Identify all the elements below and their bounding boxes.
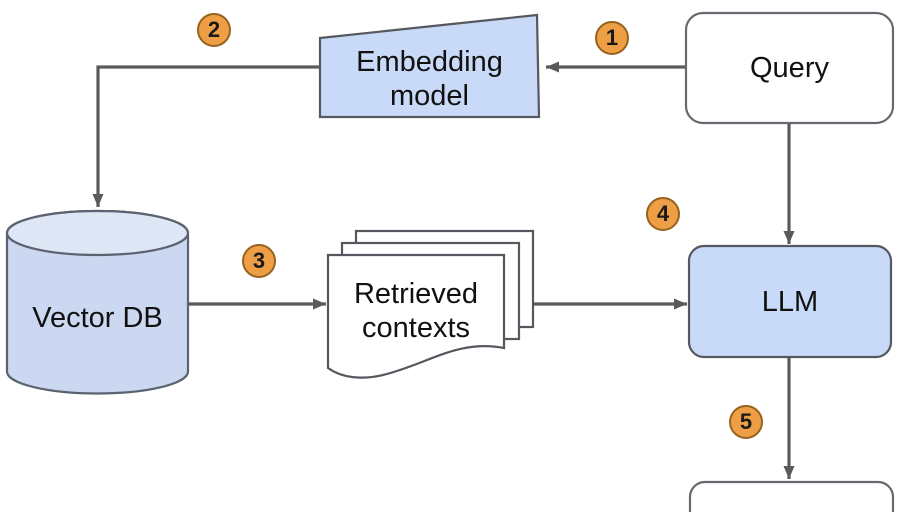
step-number: 2: [207, 17, 221, 42]
step-badge-3: 3: [242, 244, 276, 278]
step-number: 1: [605, 25, 619, 50]
step-badge-4: 4: [646, 197, 680, 231]
step-number: 5: [739, 409, 753, 434]
embedding-model-shape: [318, 13, 541, 119]
output-shape: [688, 480, 895, 512]
step-number: 3: [252, 248, 266, 273]
document-front-shape: [326, 253, 506, 379]
vector-db-top: [5, 209, 190, 257]
step-badge-1: 1: [595, 21, 629, 55]
step-badge-5: 5: [729, 405, 763, 439]
arrow-embedding-to-vectordb: [92, 65, 320, 207]
step-number: 4: [656, 201, 670, 226]
llm-shape: [687, 244, 893, 359]
query-shape: [684, 11, 895, 125]
step-badge-2: 2: [197, 13, 231, 47]
